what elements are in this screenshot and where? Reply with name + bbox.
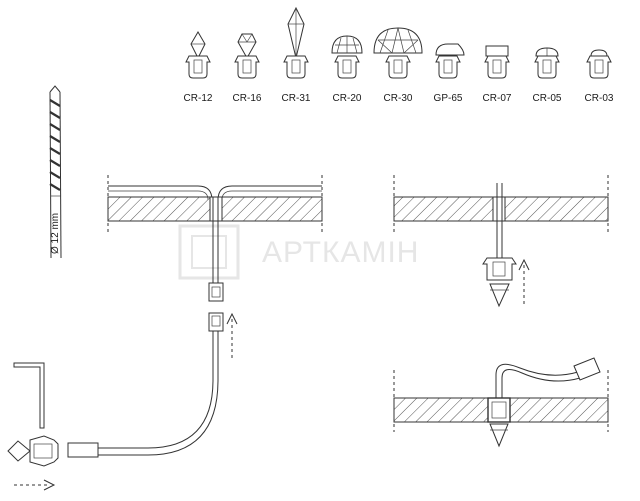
arrow-up-icon xyxy=(518,258,530,304)
arrow-right-icon xyxy=(14,479,56,491)
wire-panel xyxy=(67,312,238,458)
crystal-tall-icon xyxy=(283,6,309,79)
slab-panel-top-right xyxy=(393,175,609,308)
product-cr30: CR-30 xyxy=(373,27,423,104)
product-cr31: CR-31 xyxy=(282,6,311,104)
product-label: CR-12 xyxy=(184,93,213,104)
product-gp65: GP-65 xyxy=(434,43,465,104)
arrow-up-icon xyxy=(226,312,238,358)
product-label: CR-03 xyxy=(585,93,614,104)
led-module xyxy=(67,442,99,458)
slab-panel-ceiling xyxy=(107,175,323,302)
product-label: CR-20 xyxy=(333,93,362,104)
small-dome-icon xyxy=(534,47,560,79)
watermark: АРТКАМІН xyxy=(178,224,419,280)
product-label: CR-31 xyxy=(282,93,311,104)
crystal-small-icon xyxy=(185,31,211,79)
product-cr12: CR-12 xyxy=(184,31,213,104)
drill-bit: Ø 12 mm xyxy=(49,85,62,259)
product-cr07: CR-07 xyxy=(483,45,512,104)
dome-large-icon xyxy=(373,27,423,79)
watermark-text: АРТКАМІН xyxy=(262,236,419,269)
dome-small-icon xyxy=(331,35,363,79)
connector-icon xyxy=(208,312,224,332)
product-label: CR-07 xyxy=(483,93,512,104)
crystal-side-icon xyxy=(7,435,59,467)
product-row: CR-12 CR-16 CR-31 xyxy=(184,6,614,104)
cap-icon xyxy=(435,43,465,79)
button-icon xyxy=(586,49,612,79)
crystal-insert xyxy=(7,435,59,491)
drill-diameter-label: Ø 12 mm xyxy=(50,213,61,254)
slab-panel-bottom-right xyxy=(393,357,609,448)
crystal-faceted-icon xyxy=(234,33,260,79)
drill-bit-icon xyxy=(49,85,62,259)
product-label: CR-30 xyxy=(384,93,413,104)
product-cr03: CR-03 xyxy=(585,49,614,104)
hex-key-icon xyxy=(13,362,45,429)
connector-icon xyxy=(573,357,601,381)
connector-icon xyxy=(208,282,224,302)
fixture-installed-icon xyxy=(487,397,511,448)
flat-cap-icon xyxy=(484,45,510,79)
product-label: GP-65 xyxy=(434,93,463,104)
product-cr05: CR-05 xyxy=(533,47,562,104)
product-cr16: CR-16 xyxy=(233,33,262,104)
product-cr20: CR-20 xyxy=(331,35,363,104)
product-label: CR-05 xyxy=(533,93,562,104)
fixture-housing-icon xyxy=(482,257,517,308)
product-label: CR-16 xyxy=(233,93,262,104)
